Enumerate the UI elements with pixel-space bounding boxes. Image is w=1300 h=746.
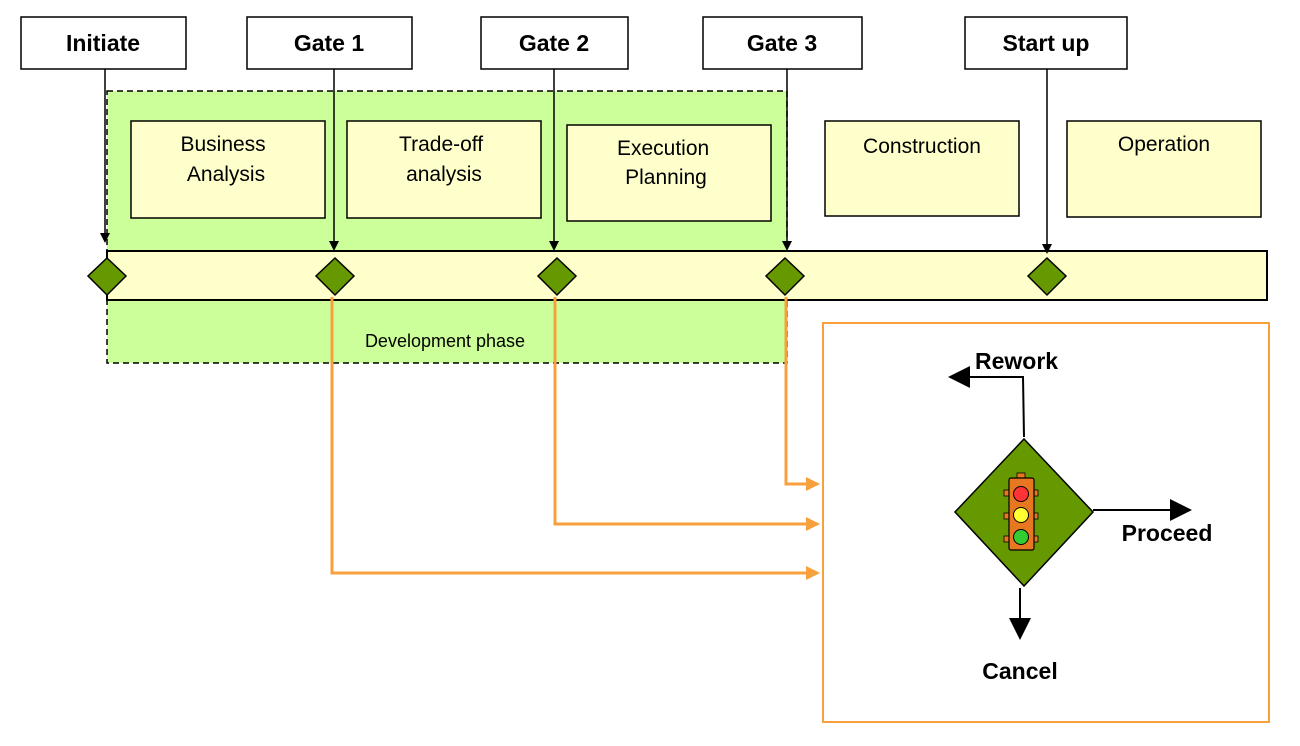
rework-label: Rework: [975, 348, 1058, 374]
gate-initiate: Initiate: [20, 16, 187, 70]
gate-connectors: [100, 68, 1052, 254]
cancel-label: Cancel: [982, 658, 1057, 684]
svg-text:Business Analysis: Business Analysis: [180, 133, 271, 186]
phase-label-line: analysis: [406, 163, 482, 186]
milestone-diamond-icon: [764, 256, 806, 297]
svg-text:Execution Planning: Execution Planning: [617, 137, 715, 189]
svg-text:Operation: Operation: [1118, 133, 1210, 156]
svg-text:Construction: Construction: [863, 135, 981, 158]
phase-business-analysis: Business Analysis: [130, 120, 326, 219]
milestone-diamond-icon: [1026, 256, 1068, 297]
milestones: [86, 256, 1068, 297]
traffic-light-icon: [1003, 472, 1039, 551]
gate-3: Gate 3: [702, 16, 863, 70]
phase-label-line: Operation: [1118, 133, 1210, 156]
phase-execution-planning: Execution Planning: [566, 124, 772, 222]
phase-label-line: Analysis: [187, 163, 265, 186]
gate-label: Start up: [1003, 30, 1090, 56]
milestone-diamond-icon: [86, 256, 128, 297]
gate-start-up: Start up: [964, 16, 1128, 70]
gate-label: Gate 1: [294, 30, 365, 56]
milestone-diamond-icon: [536, 256, 578, 297]
gate-1: Gate 1: [246, 16, 413, 70]
gate-2: Gate 2: [480, 16, 629, 70]
gate-label: Gate 3: [747, 30, 817, 56]
gate-label: Initiate: [66, 30, 140, 56]
timeline-bar: [106, 250, 1268, 301]
phase-construction: Construction: [824, 120, 1020, 217]
phase-trade-off-analysis: Trade-off analysis: [346, 120, 542, 219]
gate-label: Gate 2: [519, 30, 589, 56]
development-phase-label: Development phase: [365, 331, 525, 351]
milestone-diamond-icon: [314, 256, 356, 297]
phase-label-line: Construction: [863, 135, 981, 158]
phase-label-line: Trade-off: [399, 133, 483, 156]
phase-label-line: Execution: [617, 137, 709, 160]
proceed-label: Proceed: [1122, 520, 1213, 546]
svg-text:Trade-off analysis: Trade-off analysis: [399, 133, 489, 186]
phase-label-line: Business: [180, 133, 265, 156]
decision-arrows: [948, 366, 1192, 640]
gate-review-arrows: [330, 297, 820, 580]
phase-operation: Operation: [1066, 120, 1262, 218]
phase-label-line: Planning: [625, 166, 707, 189]
